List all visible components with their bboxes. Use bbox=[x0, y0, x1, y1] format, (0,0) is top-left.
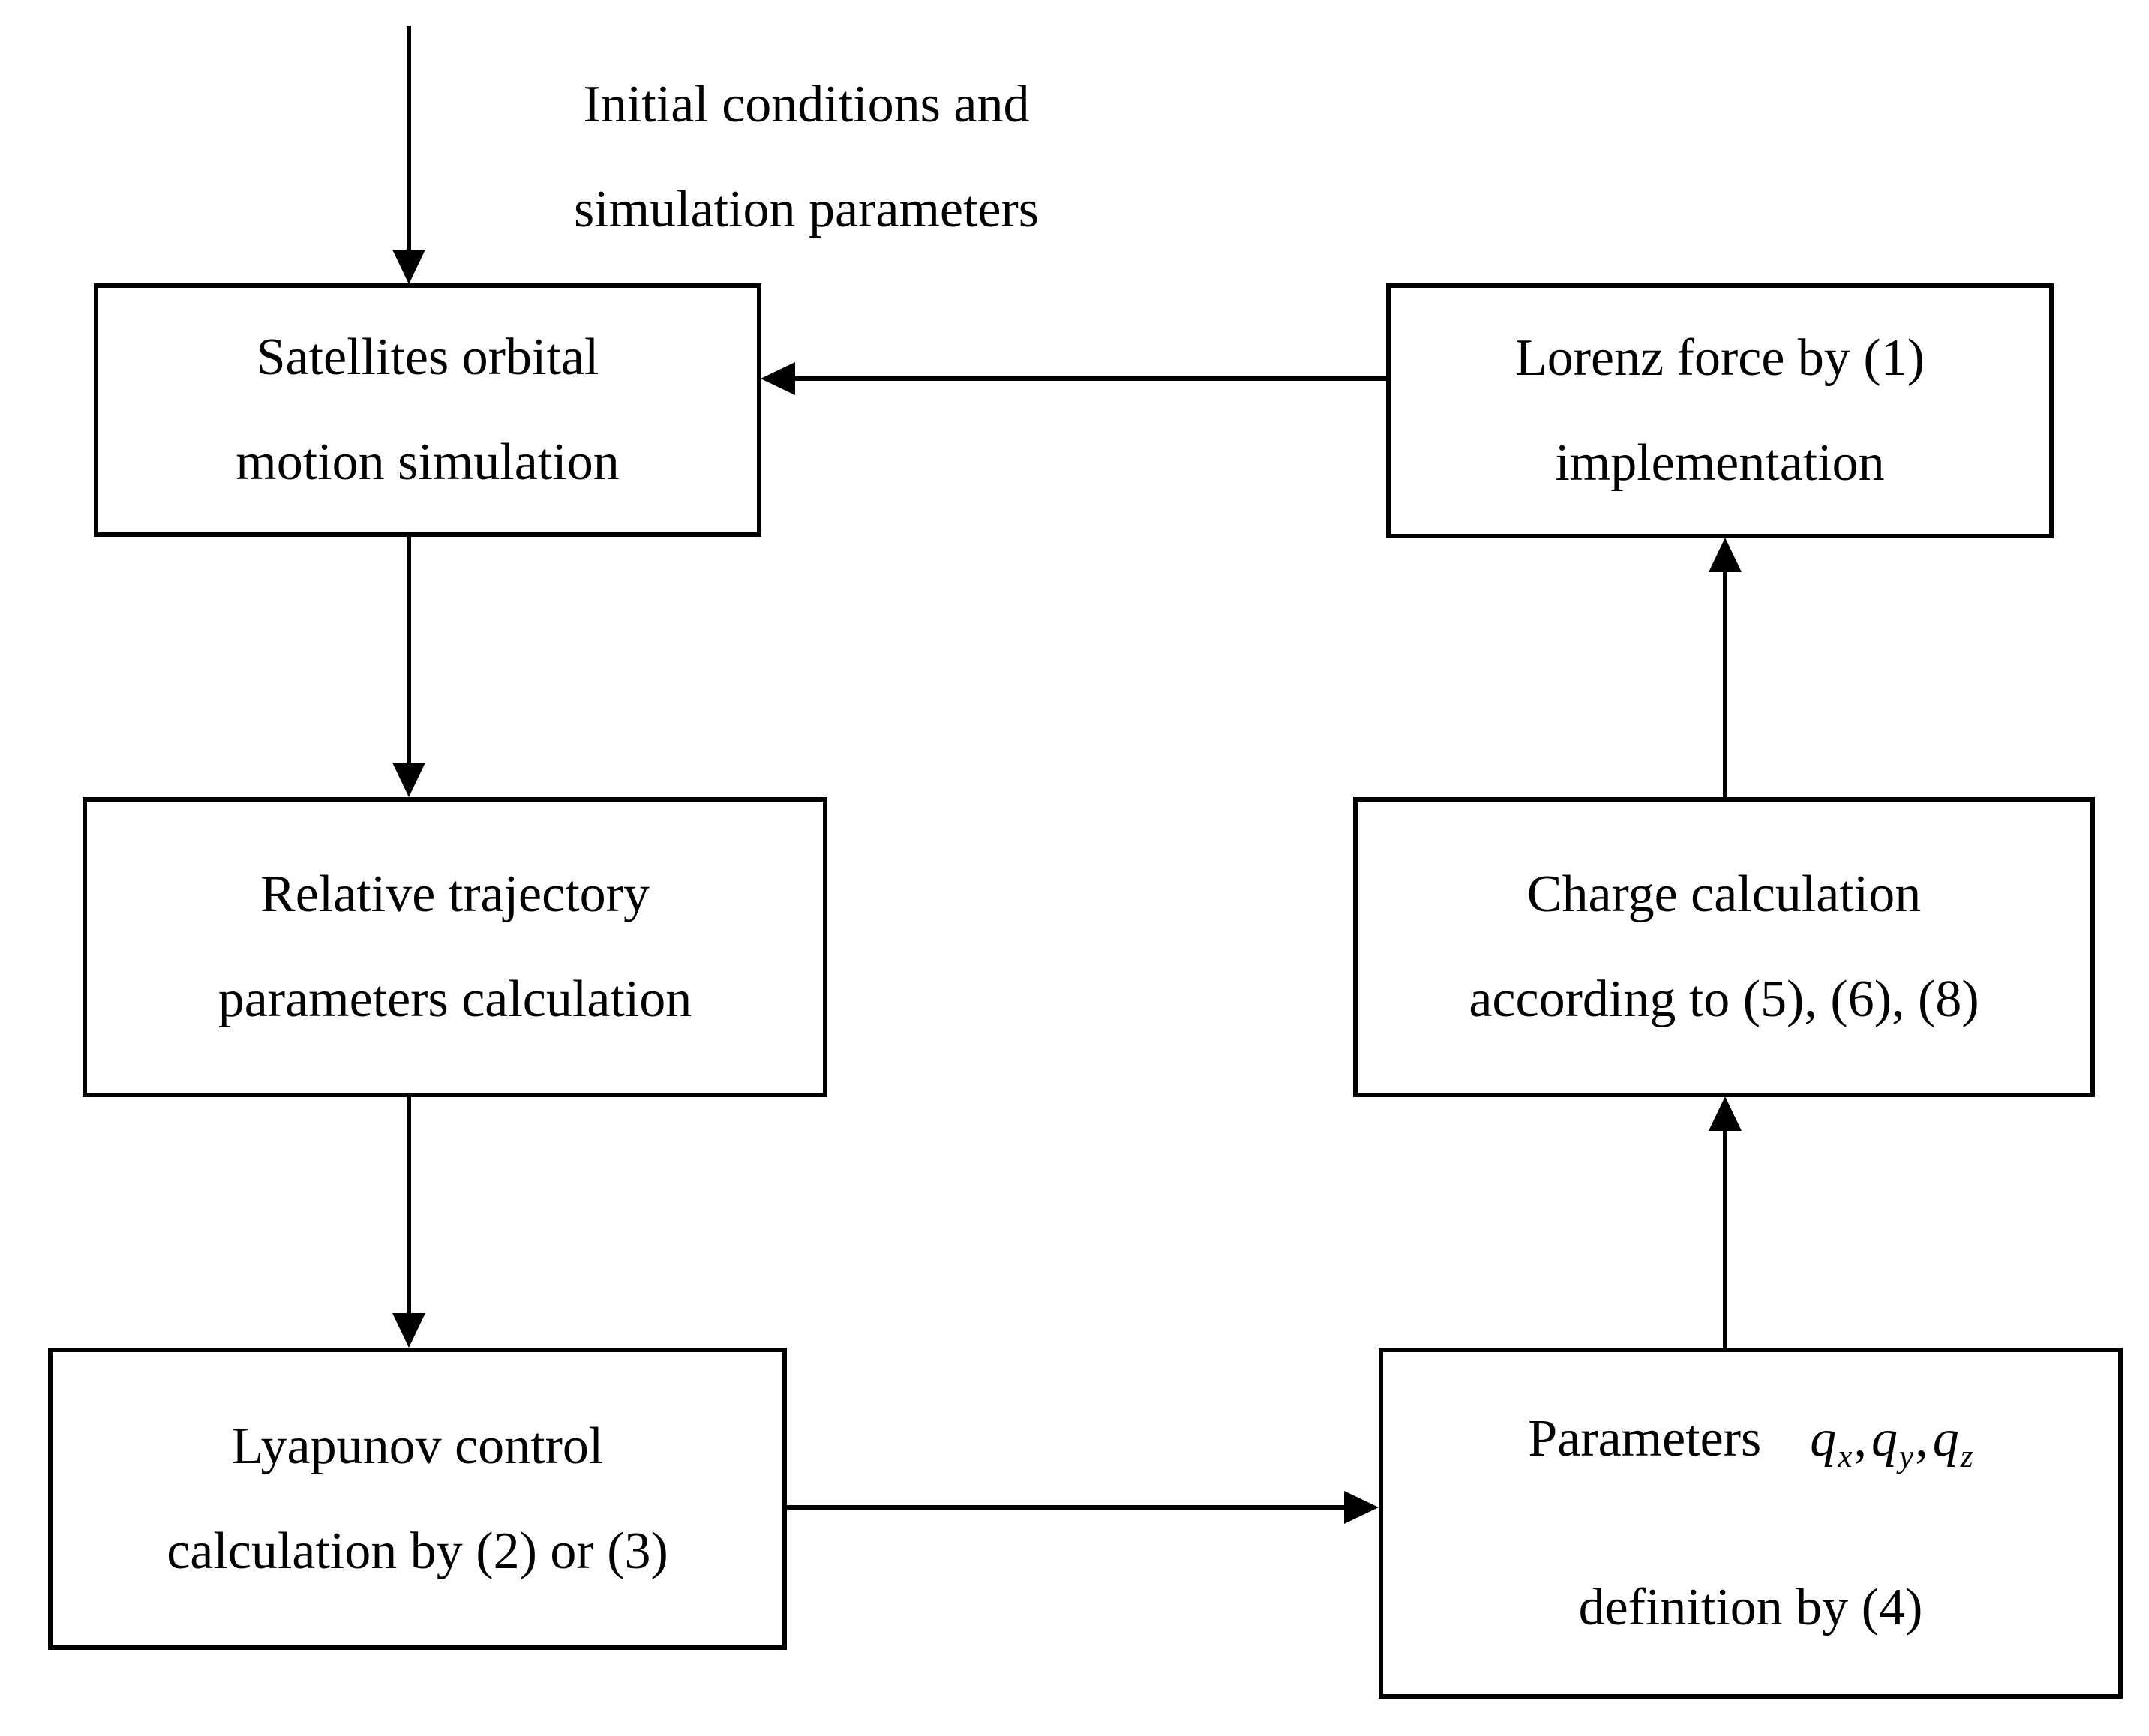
box-lyapunov-line2: calculation by (2) or (3) bbox=[167, 1522, 668, 1580]
arrow-initial-to-satellites-line bbox=[407, 26, 411, 250]
math-q-x-sub: x bbox=[1838, 1438, 1853, 1474]
box-charge-line2: according to (5), (6), (8) bbox=[1469, 970, 1979, 1028]
box-lorenz-force: Lorenz force by (1) implementation bbox=[1386, 283, 2054, 538]
initial-conditions-label-line2: simulation parameters bbox=[573, 181, 1040, 238]
box-charge-line1: Charge calculation bbox=[1526, 865, 1922, 923]
initial-conditions-label-line1: Initial conditions and bbox=[583, 76, 1030, 133]
box-satellites-line1: Satellites orbital bbox=[256, 328, 599, 386]
box-charge-calculation: Charge calculation according to (5), (6)… bbox=[1353, 797, 2095, 1097]
box-lyapunov-control: Lyapunov control calculation by (2) or (… bbox=[48, 1348, 787, 1650]
box-satellites-orbital-motion: Satellites orbital motion simulation bbox=[94, 283, 761, 537]
arrow-initial-to-satellites-head-icon bbox=[392, 250, 425, 284]
arrow-charge-to-lorenz-line bbox=[1723, 572, 1727, 797]
parameters-prefix: Parameters bbox=[1528, 1409, 1762, 1468]
math-q-y: qy bbox=[1871, 1409, 1913, 1473]
math-q-z-base: q bbox=[1932, 1409, 1961, 1468]
box-lorenz-line1: Lorenz force by (1) bbox=[1514, 329, 1925, 387]
arrow-parameters-to-charge-line bbox=[1723, 1131, 1727, 1348]
math-q-z-sub: z bbox=[1960, 1438, 1973, 1474]
box-satellites-line2: motion simulation bbox=[236, 433, 620, 491]
arrow-satellites-to-relative-head-icon bbox=[392, 763, 425, 797]
math-comma-1: , bbox=[1853, 1409, 1868, 1468]
initial-conditions-label: Initial conditions and simulation parame… bbox=[495, 52, 1118, 262]
arrow-lyapunov-to-parameters-line bbox=[787, 1505, 1346, 1510]
box-relative-line2: parameters calculation bbox=[218, 970, 692, 1028]
arrow-satellites-to-relative-line bbox=[407, 537, 411, 763]
arrow-relative-to-lyapunov-line bbox=[407, 1097, 411, 1314]
math-q-y-base: q bbox=[1871, 1409, 1900, 1468]
box-parameters-line2: definition by (4) bbox=[1578, 1578, 1923, 1636]
math-q-y-sub: y bbox=[1899, 1438, 1914, 1474]
arrow-lorenz-to-satellites-head-icon bbox=[761, 362, 795, 395]
arrow-lorenz-to-satellites-line bbox=[794, 376, 1386, 381]
box-lorenz-line2: implementation bbox=[1555, 434, 1885, 492]
box-relative-line1: Relative trajectory bbox=[260, 865, 650, 923]
arrow-parameters-to-charge-head-icon bbox=[1709, 1096, 1742, 1131]
box-lyapunov-line1: Lyapunov control bbox=[231, 1417, 604, 1475]
arrow-relative-to-lyapunov-head-icon bbox=[392, 1313, 425, 1348]
math-q-z: qz bbox=[1932, 1409, 1973, 1473]
box-relative-trajectory: Relative trajectory parameters calculati… bbox=[83, 797, 827, 1097]
arrow-lyapunov-to-parameters-head-icon bbox=[1344, 1491, 1379, 1524]
math-q-x: qx bbox=[1810, 1409, 1852, 1473]
arrow-charge-to-lorenz-head-icon bbox=[1709, 538, 1742, 572]
parameters-math-expression: qx,qy,qz bbox=[1810, 1409, 1973, 1473]
math-q-x-base: q bbox=[1810, 1409, 1838, 1468]
math-comma-2: , bbox=[1915, 1409, 1928, 1468]
